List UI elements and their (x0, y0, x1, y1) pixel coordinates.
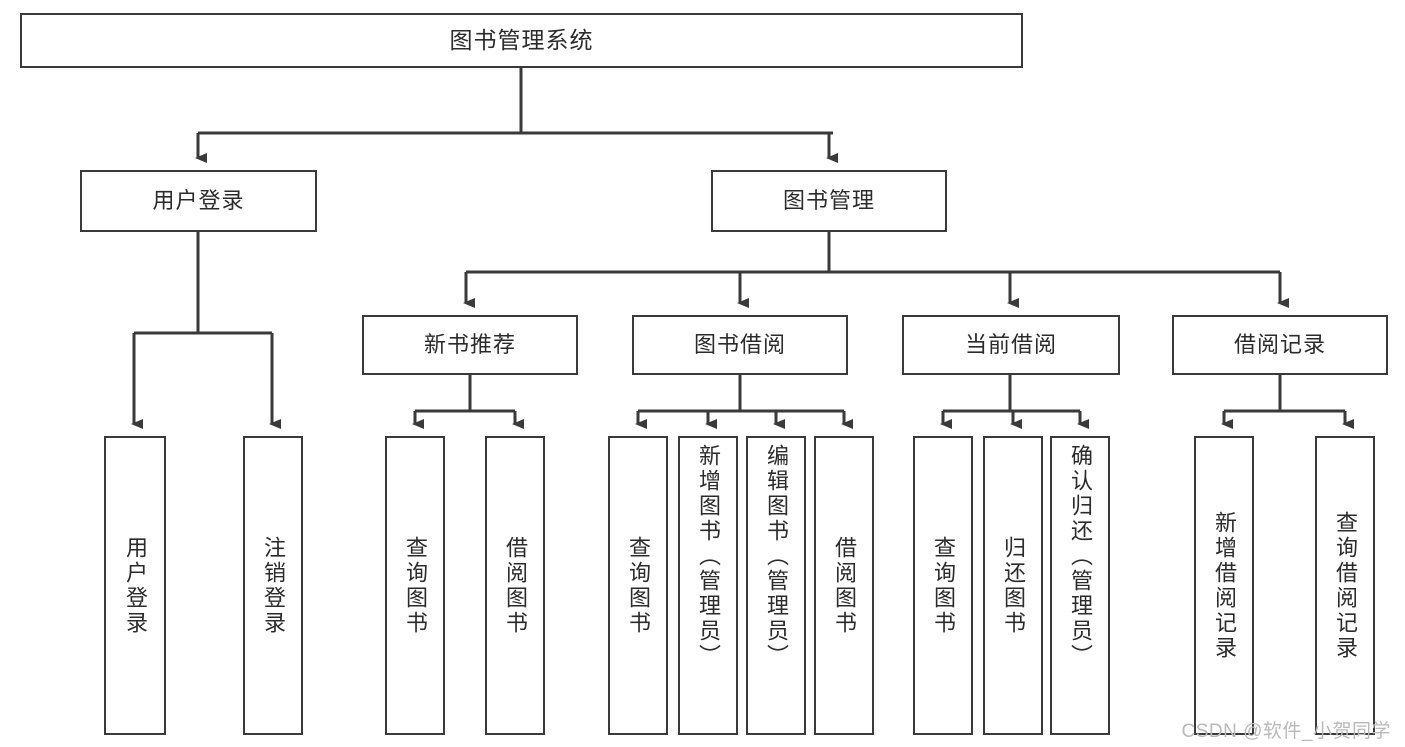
node-leaf-user-logout[interactable]: 注销登录 (243, 436, 303, 735)
node-current-borrow-label: 当前借阅 (964, 331, 1057, 357)
node-leaf-cb-confirm-return[interactable]: 确认归还（管理员） (1050, 436, 1110, 735)
node-current-borrow[interactable]: 当前借阅 (902, 315, 1120, 375)
node-leaf-cb-query-book-label: 查询图书 (931, 535, 956, 636)
node-leaf-br-add-record-label: 新增借阅记录 (1212, 510, 1237, 661)
node-leaf-bb-query-book[interactable]: 查询图书 (608, 436, 668, 735)
node-user-login-label: 用户登录 (152, 187, 245, 213)
node-new-book-rec[interactable]: 新书推荐 (362, 315, 578, 375)
node-leaf-bb-borrow-book[interactable]: 借阅图书 (814, 436, 874, 735)
node-leaf-bb-query-book-label: 查询图书 (626, 535, 651, 636)
node-leaf-br-query-record-label: 查询借阅记录 (1333, 510, 1358, 661)
node-borrow-record[interactable]: 借阅记录 (1172, 315, 1388, 375)
node-leaf-br-query-record[interactable]: 查询借阅记录 (1315, 436, 1375, 735)
node-leaf-cb-query-book[interactable]: 查询图书 (913, 436, 973, 735)
node-book-manage-label: 图书管理 (782, 187, 875, 213)
node-leaf-rec-query-book[interactable]: 查询图书 (385, 436, 445, 735)
node-book-borrow-label: 图书借阅 (693, 331, 786, 357)
node-borrow-record-label: 借阅记录 (1233, 331, 1326, 357)
node-new-book-rec-label: 新书推荐 (423, 331, 516, 357)
node-leaf-user-login[interactable]: 用户登录 (104, 436, 166, 735)
node-leaf-cb-return-book[interactable]: 归还图书 (983, 436, 1043, 735)
node-leaf-bb-borrow-book-label: 借阅图书 (832, 535, 857, 636)
node-leaf-user-logout-label: 注销登录 (261, 535, 286, 636)
node-leaf-user-login-label: 用户登录 (123, 535, 148, 636)
node-leaf-br-add-record[interactable]: 新增借阅记录 (1194, 436, 1254, 735)
node-user-login[interactable]: 用户登录 (80, 170, 317, 232)
node-leaf-bb-add-book[interactable]: 新增图书（管理员） (678, 436, 738, 735)
node-leaf-cb-return-book-label: 归还图书 (1001, 535, 1026, 636)
node-leaf-bb-edit-book[interactable]: 编辑图书（管理员） (746, 436, 806, 735)
node-leaf-cb-confirm-return-label: 确认归还（管理员） (1068, 444, 1093, 669)
node-book-borrow[interactable]: 图书借阅 (632, 315, 848, 375)
node-leaf-bb-edit-book-label: 编辑图书（管理员） (764, 444, 789, 669)
node-leaf-rec-borrow-book-label: 借阅图书 (503, 535, 528, 636)
node-leaf-bb-add-book-label: 新增图书（管理员） (696, 444, 721, 669)
node-leaf-rec-query-book-label: 查询图书 (403, 535, 428, 636)
node-book-manage[interactable]: 图书管理 (711, 170, 947, 232)
csdn-watermark: CSDN @软件_小贺同学 (1181, 721, 1391, 742)
node-root-label: 图书管理系统 (449, 26, 594, 53)
node-leaf-rec-borrow-book[interactable]: 借阅图书 (485, 436, 545, 735)
node-root[interactable]: 图书管理系统 (20, 13, 1023, 68)
